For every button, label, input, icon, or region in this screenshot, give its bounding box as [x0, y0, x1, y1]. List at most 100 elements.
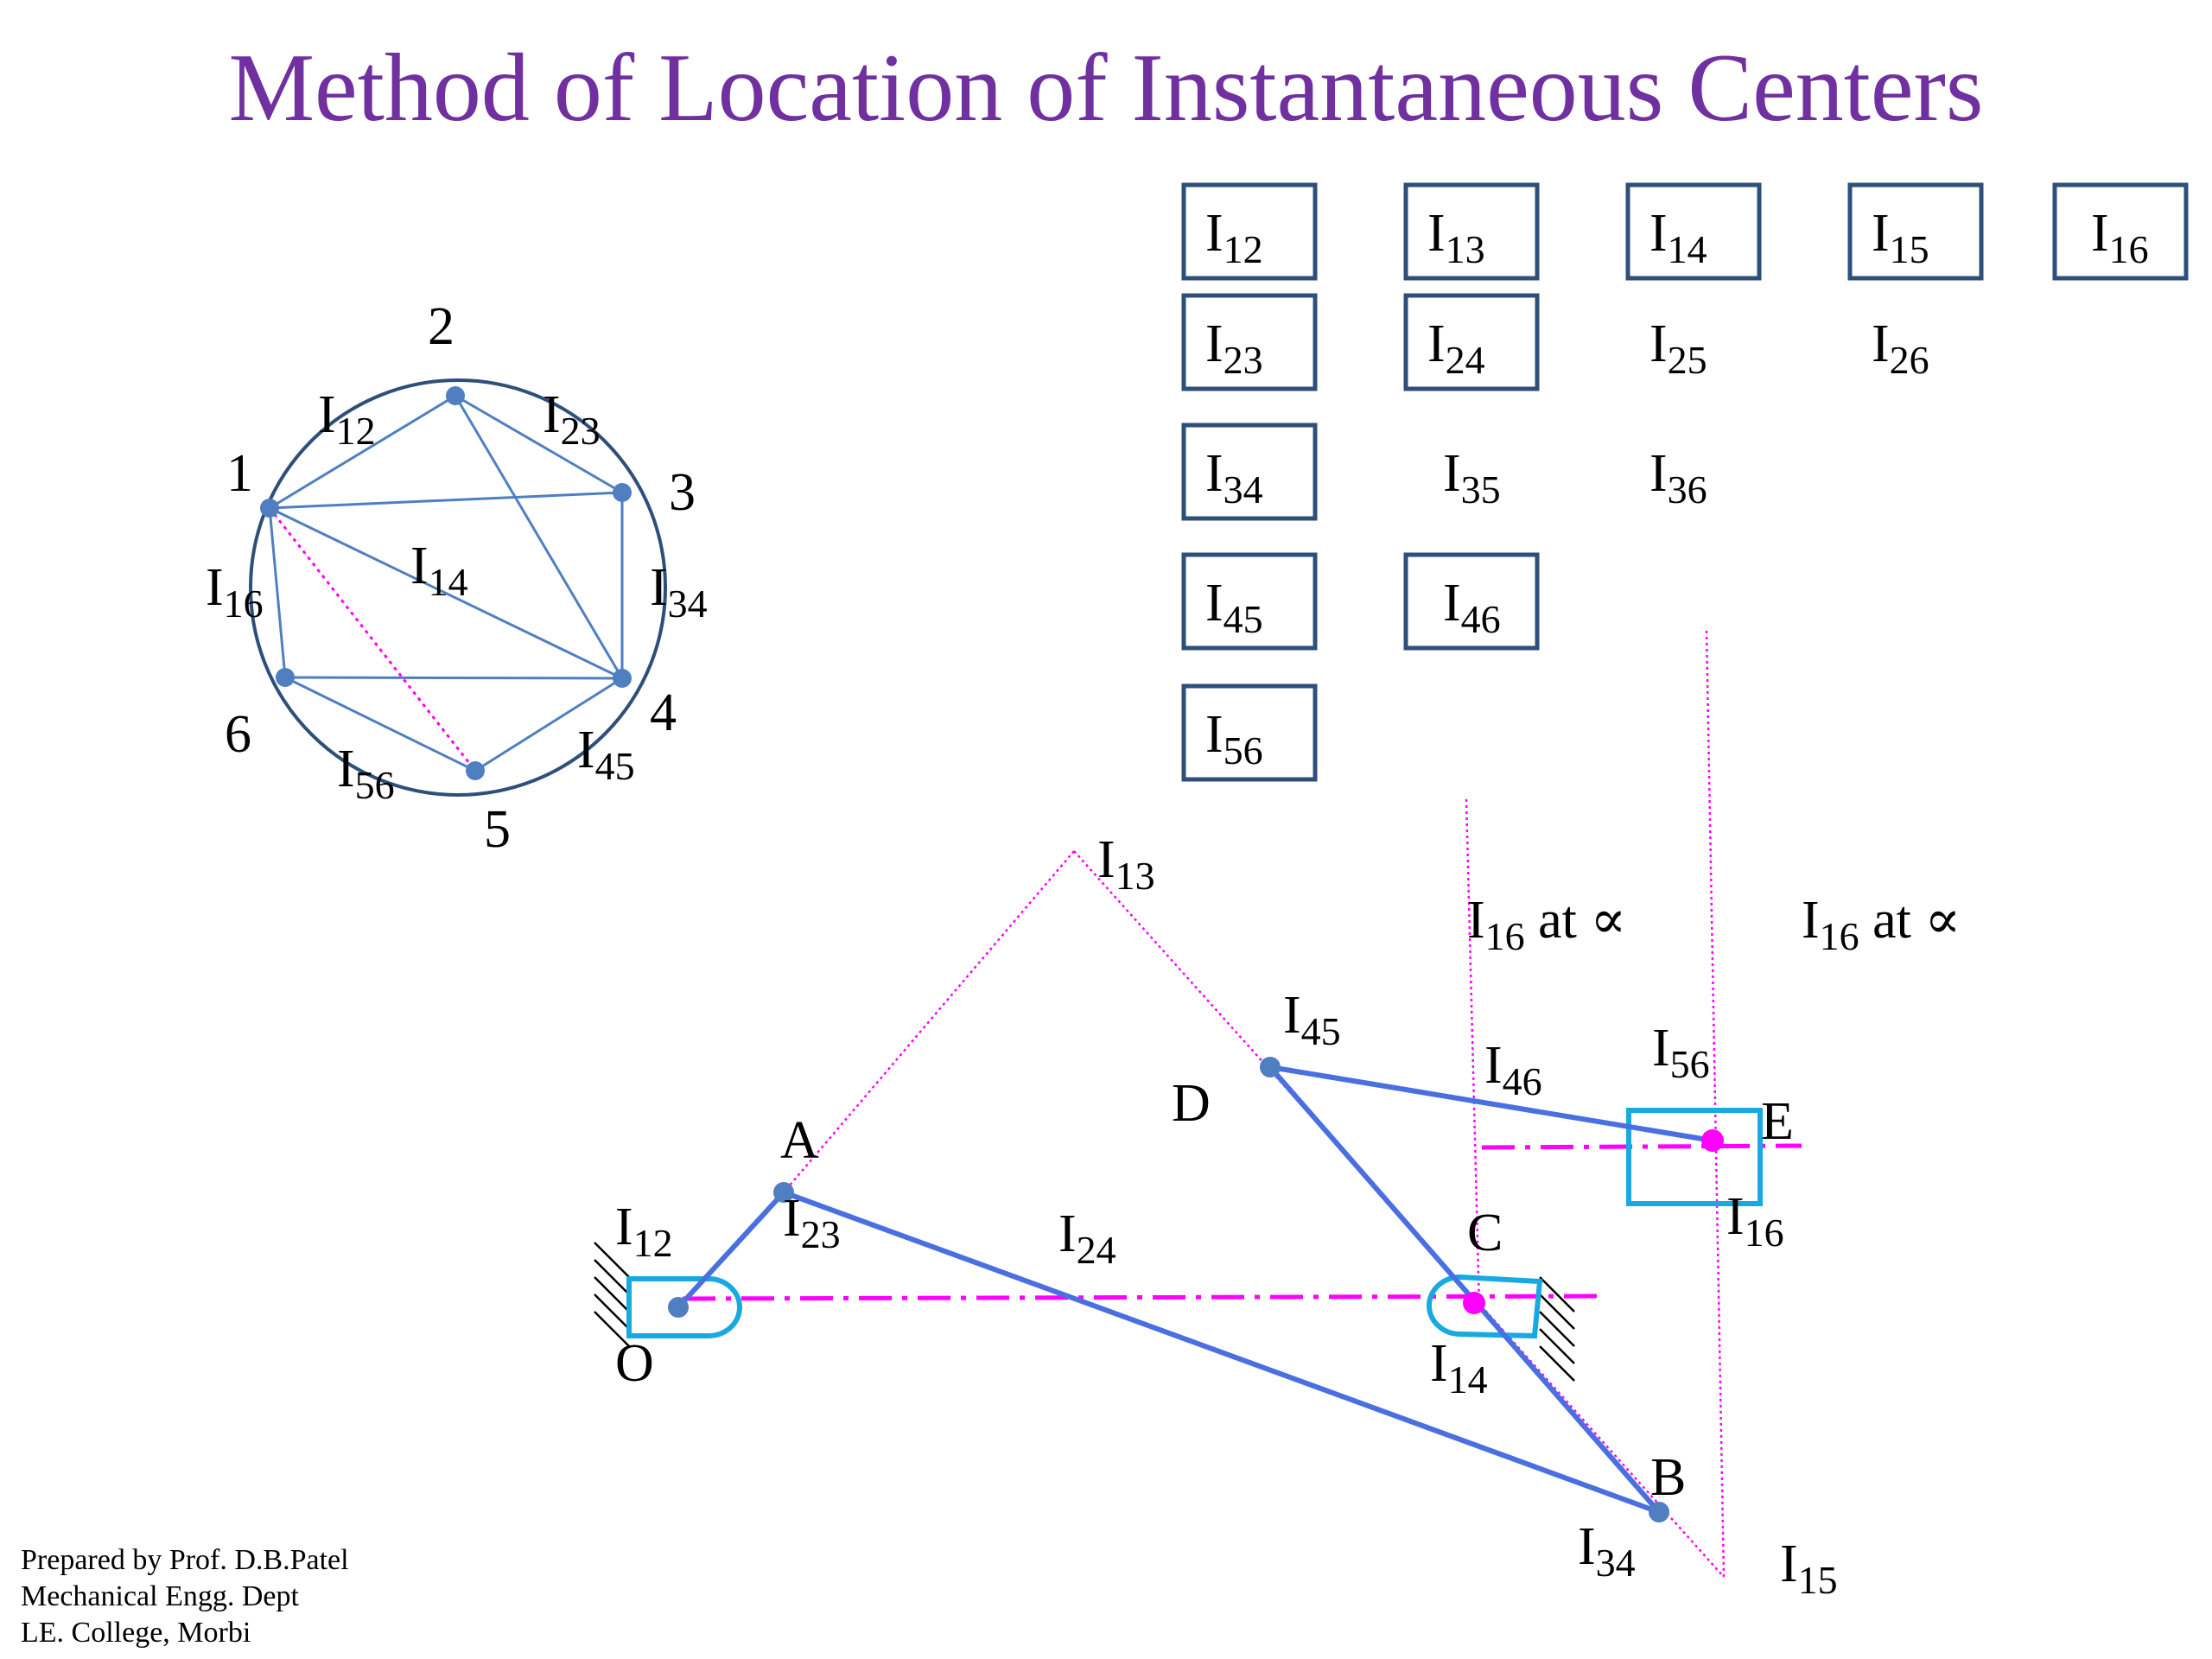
- chord-6-4: [284, 676, 623, 680]
- node-label-4: 4: [650, 683, 677, 742]
- node-label-2: 2: [428, 297, 454, 356]
- grid-I35: I35: [1443, 444, 1501, 512]
- ic-grid: I12 I13 I14 I15 I16 I23 I24 I25 I26 I34 …: [1181, 182, 2189, 782]
- box-I23: [1181, 293, 1318, 391]
- circle-label-I12: I12: [318, 385, 376, 453]
- slider-O: [626, 1276, 742, 1338]
- grid-I13: I13: [1427, 204, 1485, 271]
- link-DE: [1268, 1065, 1715, 1143]
- mech-label-I23: I23: [783, 1189, 841, 1256]
- point-E: E: [1761, 1092, 1794, 1151]
- grid-I14: I14: [1649, 204, 1707, 271]
- joint-C: [1463, 1292, 1485, 1314]
- joint-D: [1260, 1057, 1281, 1077]
- infinity-label-2: I16 at ∝: [1802, 891, 1961, 958]
- point-B: B: [1650, 1448, 1686, 1507]
- link-DB: [1268, 1065, 1662, 1515]
- circle-label-I14: I14: [410, 537, 468, 604]
- mechanism: O A B C D E I12 I23 I24 I13 I45 I46 I56 …: [594, 630, 1961, 1602]
- box-I15: [1847, 182, 1984, 281]
- joint-E: [1701, 1129, 1724, 1152]
- node-4: [613, 669, 632, 688]
- node-5: [466, 761, 485, 780]
- mech-label-I13: I13: [1097, 830, 1155, 898]
- box-I24: [1403, 293, 1540, 391]
- mech-label-I56: I56: [1652, 1019, 1710, 1086]
- circle-label-I34: I34: [650, 558, 708, 626]
- mech-label-I12: I12: [615, 1198, 673, 1265]
- slider-E: [1626, 1108, 1763, 1206]
- chord-1-3: [269, 491, 623, 510]
- grid-I15: I15: [1872, 204, 1929, 271]
- box-I45: [1181, 552, 1318, 651]
- node-1: [260, 499, 279, 518]
- circle-label-I23: I23: [543, 385, 601, 453]
- chord-2-4: [454, 395, 624, 679]
- point-O: O: [615, 1334, 654, 1393]
- node-3: [613, 483, 632, 502]
- box-I56: [1181, 683, 1318, 782]
- chord-1-4: [269, 506, 623, 680]
- circle-label-I16: I16: [206, 558, 264, 626]
- mech-label-I34: I34: [1578, 1517, 1636, 1585]
- point-A: A: [780, 1111, 819, 1170]
- box-I14: [1625, 182, 1762, 281]
- page-title: Method of Location of Instantaneous Cent…: [228, 35, 1984, 142]
- joint-B: [1649, 1502, 1669, 1522]
- credit-line-2: Mechanical Engg. Dept: [21, 1580, 299, 1612]
- chord-6-5: [284, 676, 476, 772]
- credit-line-1: Prepared by Prof. D.B.Patel: [21, 1544, 349, 1576]
- slider-axis-E: [1481, 1143, 1802, 1150]
- construction-line-vertical-1: [1465, 798, 1481, 1310]
- joint-O: [668, 1297, 689, 1318]
- point-D: D: [1172, 1074, 1211, 1133]
- grid-I45: I45: [1205, 574, 1263, 641]
- grid-I16: I16: [2091, 204, 2149, 271]
- chord-2-3: [454, 394, 623, 494]
- grid-I56: I56: [1205, 705, 1263, 772]
- node-6: [276, 668, 295, 687]
- chord-4-5: [474, 677, 623, 772]
- box-I13: [1403, 182, 1540, 281]
- ground-hatch-O: [594, 1242, 630, 1347]
- node-label-1: 1: [226, 444, 253, 503]
- node-2: [446, 386, 465, 405]
- box-I12: [1181, 182, 1318, 281]
- grid-I12: I12: [1205, 204, 1263, 271]
- circle-diagram: 1 2 3 4 5 6 I12 I23 I14 I16 I34 I56 I45: [206, 297, 708, 859]
- grid-I23: I23: [1205, 315, 1263, 382]
- chord-1-6: [268, 507, 287, 678]
- mech-label-I15: I15: [1780, 1535, 1838, 1602]
- construction-line-I13-B: [1073, 850, 1725, 1578]
- credits: Prepared by Prof. D.B.Patel Mechanical E…: [21, 1542, 505, 1651]
- node-label-3: 3: [669, 463, 696, 522]
- link-OA: [676, 1190, 786, 1310]
- circle-label-I45: I45: [577, 721, 635, 788]
- mech-label-I16: I16: [1726, 1187, 1784, 1255]
- grid-I36: I36: [1649, 444, 1707, 512]
- slider-C: [1427, 1274, 1543, 1339]
- joint-A: [773, 1182, 794, 1203]
- construction-line-I13-A: [783, 850, 1075, 1193]
- mech-label-I46: I46: [1484, 1036, 1542, 1103]
- point-C: C: [1467, 1204, 1503, 1262]
- credit-line-3: LE. College, Morbi: [21, 1617, 251, 1649]
- grid-I25: I25: [1649, 315, 1707, 382]
- chord-1-5-dotted: [268, 507, 477, 772]
- link-AB: [781, 1190, 1662, 1515]
- box-I16: [2052, 182, 2189, 281]
- grid-I24: I24: [1427, 315, 1485, 382]
- box-I34: [1181, 423, 1318, 521]
- circle-label-I56: I56: [337, 740, 395, 807]
- box-I46: [1403, 552, 1540, 651]
- mech-label-I24: I24: [1058, 1205, 1116, 1272]
- infinity-label-1: I16 at ∝: [1467, 891, 1626, 958]
- grid-I46: I46: [1443, 574, 1501, 641]
- ground-hatch-C: [1539, 1276, 1575, 1382]
- grid-I34: I34: [1205, 444, 1263, 512]
- node-label-5: 5: [484, 800, 511, 859]
- grid-I26: I26: [1872, 315, 1929, 382]
- mech-label-I45: I45: [1283, 986, 1341, 1053]
- slider-axis-C: [682, 1294, 1604, 1301]
